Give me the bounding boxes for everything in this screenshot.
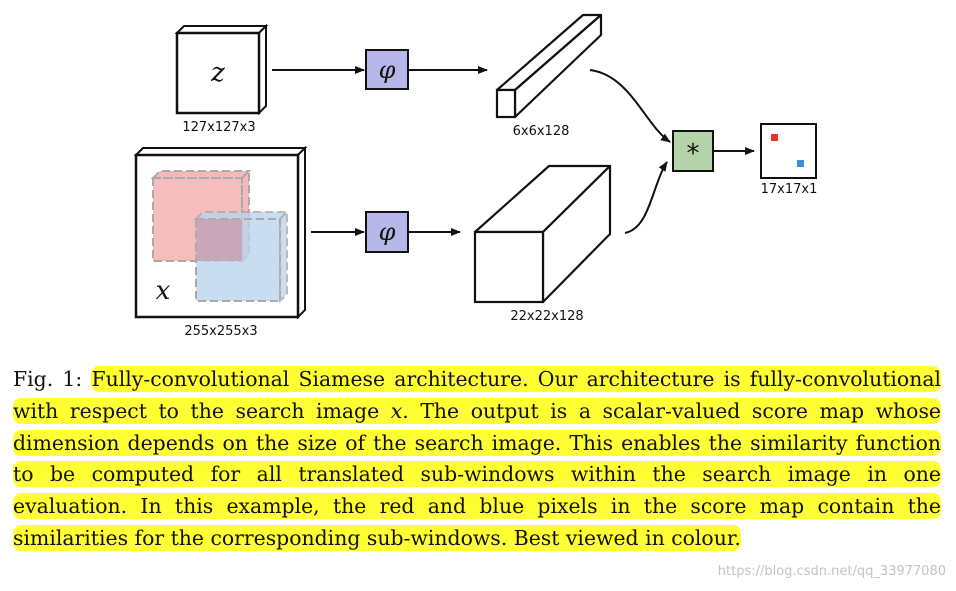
template-var-label: z xyxy=(210,58,225,88)
red-score-pixel xyxy=(771,134,778,141)
template-feature-size-label: 6x6x128 xyxy=(513,124,570,139)
phi-symbol-bottom: φ xyxy=(379,218,396,246)
phi-symbol-top: φ xyxy=(379,56,396,84)
caption-highlighted-text: Fully-convolutional Siamese architecture… xyxy=(13,366,942,551)
search-image: x xyxy=(133,145,308,320)
template-size-label: 127x127x3 xyxy=(182,120,255,135)
caption-text-part1: Fully-convolutional Siamese architecture… xyxy=(13,367,942,423)
search-size-label: 255x255x3 xyxy=(184,324,257,339)
phi-box-bottom: φ xyxy=(365,211,409,253)
watermark: https://blog.csdn.net/qq_33977080 xyxy=(717,564,946,579)
phi-box-top: φ xyxy=(365,49,409,90)
figure-caption: Fig. 1: Fully-convolutional Siamese arch… xyxy=(13,364,942,555)
search-feature-size-label: 22x22x128 xyxy=(510,309,583,324)
arrow-template-features-to-corr xyxy=(589,69,671,143)
blue-score-pixel xyxy=(797,160,804,167)
template-feature-map xyxy=(495,13,603,119)
template-image: z xyxy=(174,23,269,116)
architecture-diagram: z 127x127x3 x 255x255x3 φ φ xyxy=(133,13,818,339)
search-feature-map xyxy=(473,164,612,304)
caption-text-part2: . The output is a scalar-valued score ma… xyxy=(13,398,941,550)
score-map xyxy=(760,123,817,179)
score-map-size-label: 17x17x1 xyxy=(761,182,818,197)
cross-correlation-box: * xyxy=(672,130,714,172)
arrow-search-features-to-corr xyxy=(624,161,668,234)
search-var-label: x xyxy=(156,276,171,306)
correlation-symbol: * xyxy=(687,139,700,169)
caption-search-var: x xyxy=(390,398,403,423)
caption-label: Fig. 1: xyxy=(13,367,83,391)
